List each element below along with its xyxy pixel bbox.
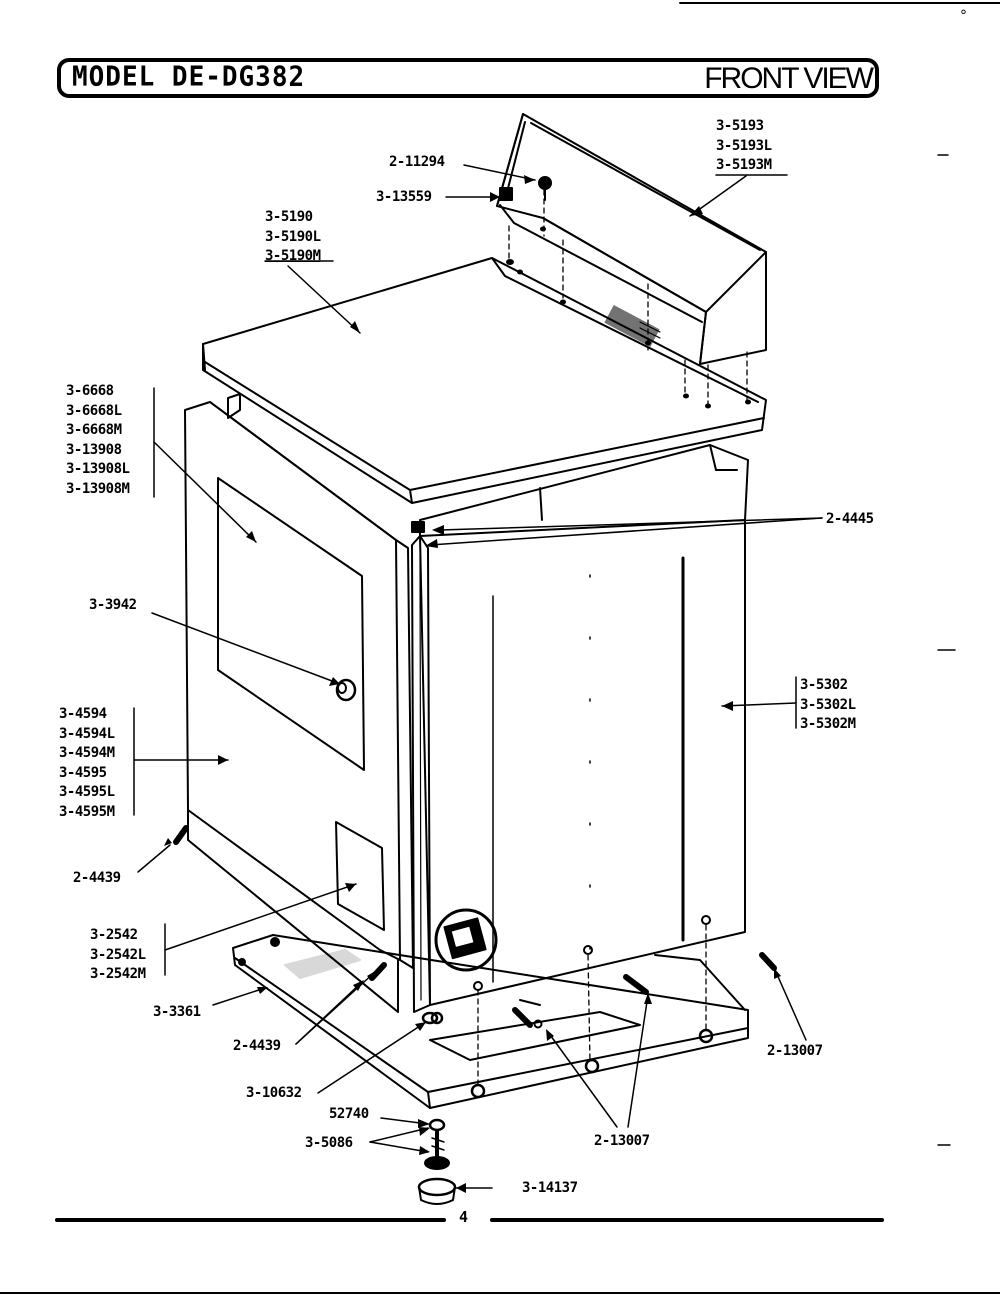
callout-foot-cup: 3-14137 [522,1180,578,1196]
foot-cup [417,1177,457,1205]
view-title: FRONT VIEW [704,62,874,95]
door [184,401,414,969]
arrowheads [164,175,781,1193]
panel-clip [499,187,513,201]
callout-access-panel: 3-2542 3-2542L 3-2542M [90,927,146,982]
callout-hinge-screw: 2-4445 [826,511,874,527]
door-knob [335,678,357,702]
front-panel [187,809,399,1013]
callout-top: 3-5190 3-5190L 3-5190M [265,209,321,264]
callout-control-panel: 3-5193 3-5193L 3-5193M [716,118,772,173]
door-window [217,477,365,771]
callout-rear-screw: 2-13007 [767,1043,823,1059]
dryer-top [202,257,767,521]
callout-base-screw: 2-4439 [233,1038,281,1054]
callout-leaders [55,164,884,1222]
callout-front-panel: 3-4594 3-4594L 3-4594M 3-4595 3-4595L 3-… [59,706,115,820]
svg-text:°: ° [960,8,967,24]
callout-door-knob: 3-3942 [89,597,137,613]
callout-nut: 52740 [329,1106,369,1122]
leveling-leg [424,1118,450,1170]
callout-bottom-screw: 2-13007 [594,1133,650,1149]
callout-door: 3-6668 3-6668L 3-6668M 3-13908 3-13908L … [66,383,130,497]
vent-grille [604,304,660,348]
callout-grommet: 3-10632 [246,1085,302,1101]
lint-filter-housing [434,908,498,972]
panel-screw [538,176,552,201]
callout-panel-screw: 2-11294 [389,154,445,170]
callout-base: 3-3361 [153,1004,201,1020]
callout-front-screw: 2-4439 [73,870,121,886]
callout-side-panel: 3-5302 3-5302L 3-5302M [800,677,856,732]
hinge-strip [411,521,431,1013]
callout-panel-clip: 3-13559 [376,189,432,205]
grommet [421,1011,439,1025]
page-number: 4 [459,1208,469,1226]
base [232,915,749,1109]
model-title: MODEL DE-DG382 [72,61,306,93]
header-frame [57,58,879,98]
access-panel [335,821,385,931]
callout-leveling-leg: 3-5086 [305,1135,353,1151]
control-panel [496,113,767,365]
